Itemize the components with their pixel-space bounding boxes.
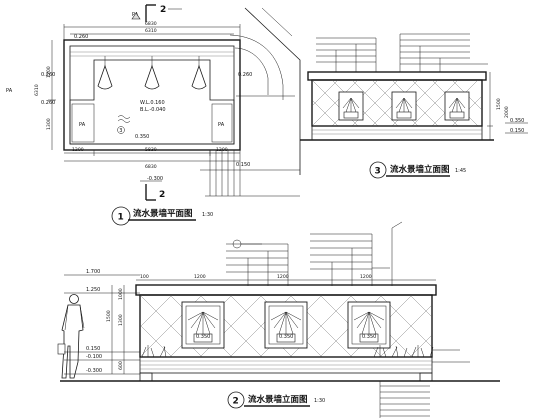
dimension-label: 6830	[145, 21, 157, 27]
north-arrow-icon	[131, 12, 141, 20]
annotation-leaders	[379, 349, 470, 418]
view-scale: 1:30	[202, 212, 213, 218]
level-label: 1.700	[86, 269, 100, 275]
elevation-label: 0.260	[41, 72, 55, 78]
view-number: 3	[375, 167, 381, 177]
water-level-label: 0.350	[196, 334, 210, 340]
dimension-label: 1000	[118, 288, 124, 300]
bottom-level-note: B.L.-0.040	[140, 107, 166, 113]
path-edge-line	[244, 7, 301, 175]
dimension-label: 6310	[145, 28, 157, 34]
fountain-niche	[264, 301, 308, 349]
planter-box	[211, 103, 233, 143]
view-title: 流水景墙平面图	[133, 208, 193, 219]
person-scale-figure	[57, 294, 85, 379]
path-edge-line	[261, 7, 293, 37]
side-label: PA	[6, 88, 13, 94]
fountain-niche	[347, 301, 391, 349]
view-number-circle	[227, 391, 245, 409]
water-level-note: W.L.0.160	[140, 100, 165, 106]
level-label: 1.250	[86, 287, 100, 293]
wall-outline	[63, 39, 241, 151]
dimension-label: 6310	[34, 84, 40, 96]
plan-view: 2 PA PA PA PA W.L.0.1	[6, 4, 301, 226]
elevation-label: 0.350	[510, 118, 524, 124]
pool-outline	[69, 59, 235, 145]
base-hatch	[312, 129, 482, 135]
elevation-label: 0.260	[41, 100, 55, 106]
dimension-label: 1500	[106, 310, 112, 322]
detail-callout-number: 3	[119, 128, 122, 134]
level-label: -0.100	[86, 354, 102, 360]
dimension-label: 2000	[504, 106, 510, 118]
water-level-label: 0.350	[362, 334, 376, 340]
dimension-label: 100	[140, 274, 149, 280]
view-scale: 1:45	[455, 168, 466, 174]
dimension-label: 1200	[360, 274, 372, 280]
dimension-label: 5830	[145, 147, 157, 153]
view-number-circle	[369, 161, 387, 179]
base-hatch	[140, 360, 432, 370]
view-number: 2	[233, 397, 239, 407]
side-elevation-view: 1500 2000 0.350 0.150 3 流水景墙立面图 1:45	[300, 33, 528, 179]
dimension-label: 1500	[496, 98, 502, 110]
fountain-niche	[181, 301, 225, 349]
fountain-spout-icon	[144, 56, 160, 90]
dimension-label: 6830	[145, 164, 157, 170]
annotation-leaders	[316, 33, 488, 72]
elevation-label: 0.150	[236, 162, 250, 168]
view-scale: 1:30	[314, 398, 325, 404]
dimension-label: 1200	[277, 274, 289, 280]
elevation-label: -0.300	[147, 176, 163, 182]
dimension-label: 1300	[118, 314, 124, 326]
level-label: 0.150	[86, 346, 100, 352]
plant-icon	[141, 345, 434, 358]
planter-label: PA	[79, 122, 86, 128]
view-number-circle	[111, 206, 131, 226]
level-label: -0.300	[86, 368, 102, 374]
steps-lines	[200, 150, 300, 197]
section-mark-label: 2	[159, 190, 165, 200]
section-mark-label: 2	[160, 5, 166, 15]
elevation-label: 0.350	[135, 134, 149, 140]
view-number: 1	[118, 213, 124, 223]
detail-callout	[117, 126, 125, 134]
fountain-niche	[391, 91, 417, 121]
elevation-label: 0.260	[238, 72, 252, 78]
water-wave-icon	[117, 119, 131, 123]
view-title: 流水景墙立面图	[248, 394, 308, 405]
dimension-label: 1200	[194, 274, 206, 280]
dimension-label: 1200	[46, 66, 52, 78]
water-wave-icon	[117, 115, 131, 119]
planter-box	[71, 103, 95, 143]
front-elevation-view: 1.700 1.250 0.150 -0.100 -0.300 1000 130…	[57, 221, 500, 418]
dimension-label: 1200	[72, 147, 84, 153]
elevation-label: 0.150	[510, 128, 524, 134]
dimension-label: 600	[118, 361, 124, 370]
fountain-niche	[444, 91, 470, 121]
planter-label: PA	[218, 122, 225, 128]
fountain-niche	[338, 91, 364, 121]
dimension-label: 1300	[46, 118, 52, 130]
level-marks	[64, 274, 140, 375]
water-level-label: 0.350	[279, 334, 293, 340]
fountain-spout-icon	[97, 56, 113, 90]
view-title: 流水景墙立面图	[390, 164, 450, 175]
elevation-label: 0.260	[74, 34, 88, 40]
fountain-spout-icon	[191, 56, 207, 90]
